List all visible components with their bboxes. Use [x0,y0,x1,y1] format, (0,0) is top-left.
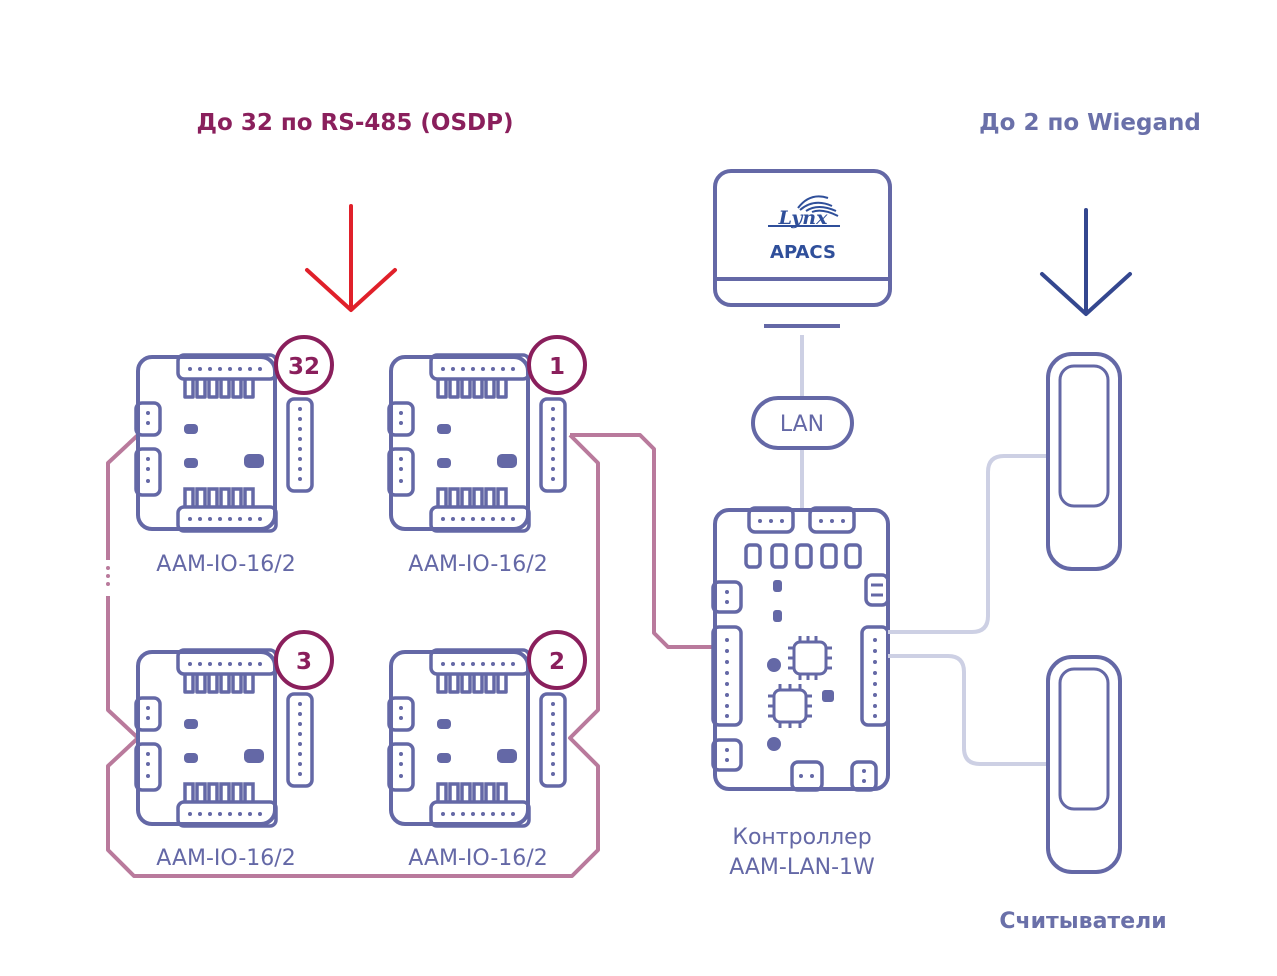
wiegand-lines [888,454,1048,766]
module-label: AAM-IO-16/2 [156,552,295,577]
reader-device [1046,352,1122,571]
lynx-logo-text: Lynx [778,207,829,229]
module-badge: 3 [296,649,312,675]
io-module-2: 2 AAM-IO-16/2 [387,630,587,871]
reader-device [1046,655,1122,874]
wiegand-header: До 2 по Wiegand [979,110,1201,136]
badge-ring [274,335,334,395]
rs485-arrow-icon [305,204,397,312]
module-label: AAM-IO-16/2 [408,846,547,871]
badge-ring [527,630,587,690]
module-label: AAM-IO-16/2 [408,552,547,577]
readers-label: Считыватели [999,909,1166,934]
module-badge: 1 [549,354,565,380]
io-module-3: 3 AAM-IO-16/2 [134,630,334,871]
chip-icon [768,684,812,728]
controller-label-line1: Контроллер [732,825,871,850]
io-module-32: 32 AAM-IO-16/2 [134,335,334,577]
module-badge: 2 [549,649,565,675]
apacs-logo-text: APACS [770,242,836,263]
lan-badge [751,396,854,450]
wiegand-arrow-icon [1040,208,1132,316]
controller-board [711,506,890,792]
module-label: AAM-IO-16/2 [156,846,295,871]
bus-ellipsis-dots [106,566,110,586]
controller-label-line2: AAM-LAN-1W [729,855,875,880]
rs485-header: До 32 по RS-485 (OSDP) [197,110,514,136]
module-badge: 32 [288,354,320,380]
chip-icon [788,636,832,680]
lynx-logo-icon [797,195,839,217]
apacs-server: Lynx APACS [713,169,892,328]
badge-ring [527,335,587,395]
io-module-1: 1 AAM-IO-16/2 [387,335,587,577]
lan-label: LAN [780,412,824,437]
badge-ring [274,630,334,690]
